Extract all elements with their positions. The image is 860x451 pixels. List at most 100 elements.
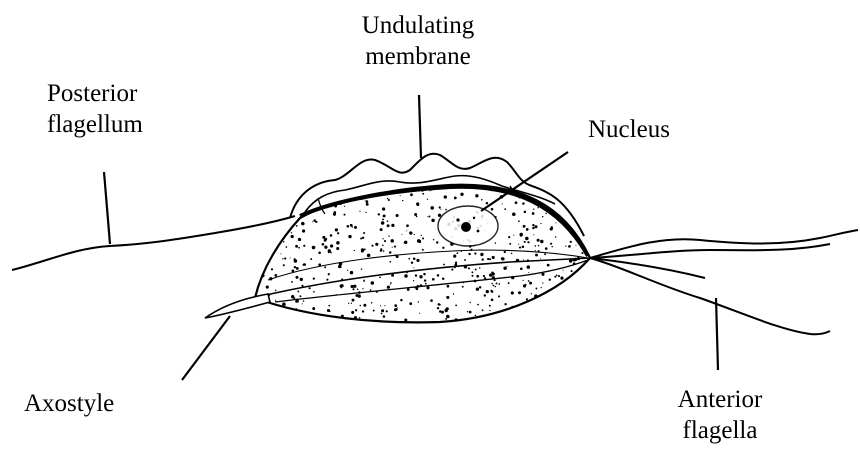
stipple-dot	[551, 246, 552, 247]
stipple-dot	[313, 204, 314, 205]
stipple-dot	[380, 228, 383, 231]
stipple-dot	[296, 225, 298, 227]
stipple-dot	[351, 303, 352, 304]
stipple-dot	[475, 315, 477, 317]
stipple-dot	[421, 235, 422, 236]
stipple-dot	[549, 279, 551, 281]
stipple-dot	[432, 278, 435, 281]
stipple-dot	[525, 284, 527, 286]
stipple-dot	[547, 187, 548, 188]
stipple-dot	[326, 279, 328, 281]
stipple-dot	[400, 195, 401, 196]
stipple-dot	[544, 253, 546, 255]
stipple-dot	[273, 187, 276, 190]
stipple-dot	[504, 303, 506, 305]
stipple-dot	[563, 296, 565, 298]
stipple-dot	[427, 216, 428, 217]
label-posterior-flagellum-line2: flagellum	[47, 109, 143, 140]
stipple-dot	[329, 187, 333, 191]
stipple-dot	[555, 222, 556, 223]
stipple-dot	[298, 238, 301, 241]
stipple-dot	[387, 220, 389, 222]
stipple-dot	[257, 227, 259, 229]
stipple-dot	[352, 299, 355, 302]
stipple-dot	[383, 315, 386, 318]
stipple-dot	[330, 234, 333, 237]
stipple-dot	[360, 237, 362, 239]
stipple-dot	[416, 287, 419, 290]
stipple-dot	[544, 187, 545, 188]
stipple-dot	[520, 235, 521, 236]
stipple-dot	[294, 258, 296, 260]
stipple-dot	[547, 264, 550, 267]
stipple-dot	[309, 287, 311, 289]
stipple-dot	[584, 318, 587, 321]
stipple-dot	[404, 274, 408, 278]
stipple-dot	[491, 283, 493, 285]
stipple-dot	[453, 293, 454, 294]
stipple-dot	[585, 265, 588, 268]
stipple-dot	[482, 309, 484, 311]
stipple-dot	[586, 188, 588, 190]
stipple-dot	[255, 186, 256, 187]
stipple-dot	[565, 245, 566, 246]
stipple-dot	[536, 308, 539, 311]
stipple-dot	[511, 253, 513, 255]
stipple-dot	[584, 278, 586, 280]
axostyle-shape	[205, 294, 270, 318]
stipple-dot	[336, 247, 339, 250]
stipple-dot	[592, 279, 595, 282]
stipple-dot	[523, 323, 525, 325]
stipple-dot	[537, 207, 538, 208]
stipple-dot	[255, 257, 256, 258]
stipple-dot	[441, 311, 444, 314]
stipple-dot	[482, 258, 484, 260]
stipple-dot	[260, 266, 263, 269]
stipple-dot	[501, 257, 504, 260]
label-nucleus: Nucleus	[588, 114, 670, 145]
stipple-dot	[417, 204, 419, 206]
stipple-dot	[292, 189, 294, 191]
stipple-dot	[275, 215, 278, 218]
stipple-dot	[348, 303, 349, 304]
stipple-dot	[312, 307, 315, 310]
stipple-dot	[446, 315, 449, 318]
stipple-dot	[446, 307, 449, 310]
stipple-dot	[573, 223, 577, 227]
posterior-flagellum-line	[12, 216, 295, 270]
stipple-dot	[362, 288, 363, 289]
stipple-dot	[540, 240, 543, 243]
stipple-dot	[593, 291, 595, 293]
stipple-dot	[545, 213, 546, 214]
stipple-dot	[371, 245, 373, 247]
stipple-dot	[419, 313, 420, 314]
stipple-dot	[362, 310, 364, 312]
stipple-dot	[471, 275, 473, 277]
stipple-dot	[269, 305, 271, 307]
stipple-dot	[407, 288, 410, 291]
stipple-dot	[566, 195, 568, 197]
stipple-dot	[464, 259, 466, 261]
stipple-dot	[462, 286, 464, 288]
stipple-dot	[534, 225, 537, 228]
stipple-dot	[502, 203, 503, 204]
label-anterior-flagella-line1: Anterior	[650, 384, 790, 415]
stipple-dot	[365, 212, 366, 213]
stipple-dot	[532, 212, 535, 215]
stipple-dot	[322, 243, 325, 246]
stipple-dot	[410, 193, 413, 196]
stipple-dot	[324, 246, 327, 249]
stipple-dot	[281, 223, 283, 225]
stipple-dot	[293, 313, 295, 315]
stipple-dot	[406, 230, 407, 231]
stipple-dot	[347, 225, 350, 228]
stipple-dot	[555, 236, 557, 238]
stipple-dot	[368, 186, 369, 187]
stipple-dot	[382, 207, 385, 210]
stipple-dot	[419, 184, 422, 187]
stipple-dot	[446, 296, 449, 299]
stipple-dot	[475, 268, 477, 270]
stipple-dot	[347, 270, 348, 271]
stipple-dot	[551, 188, 553, 190]
stipple-dot	[351, 285, 354, 288]
